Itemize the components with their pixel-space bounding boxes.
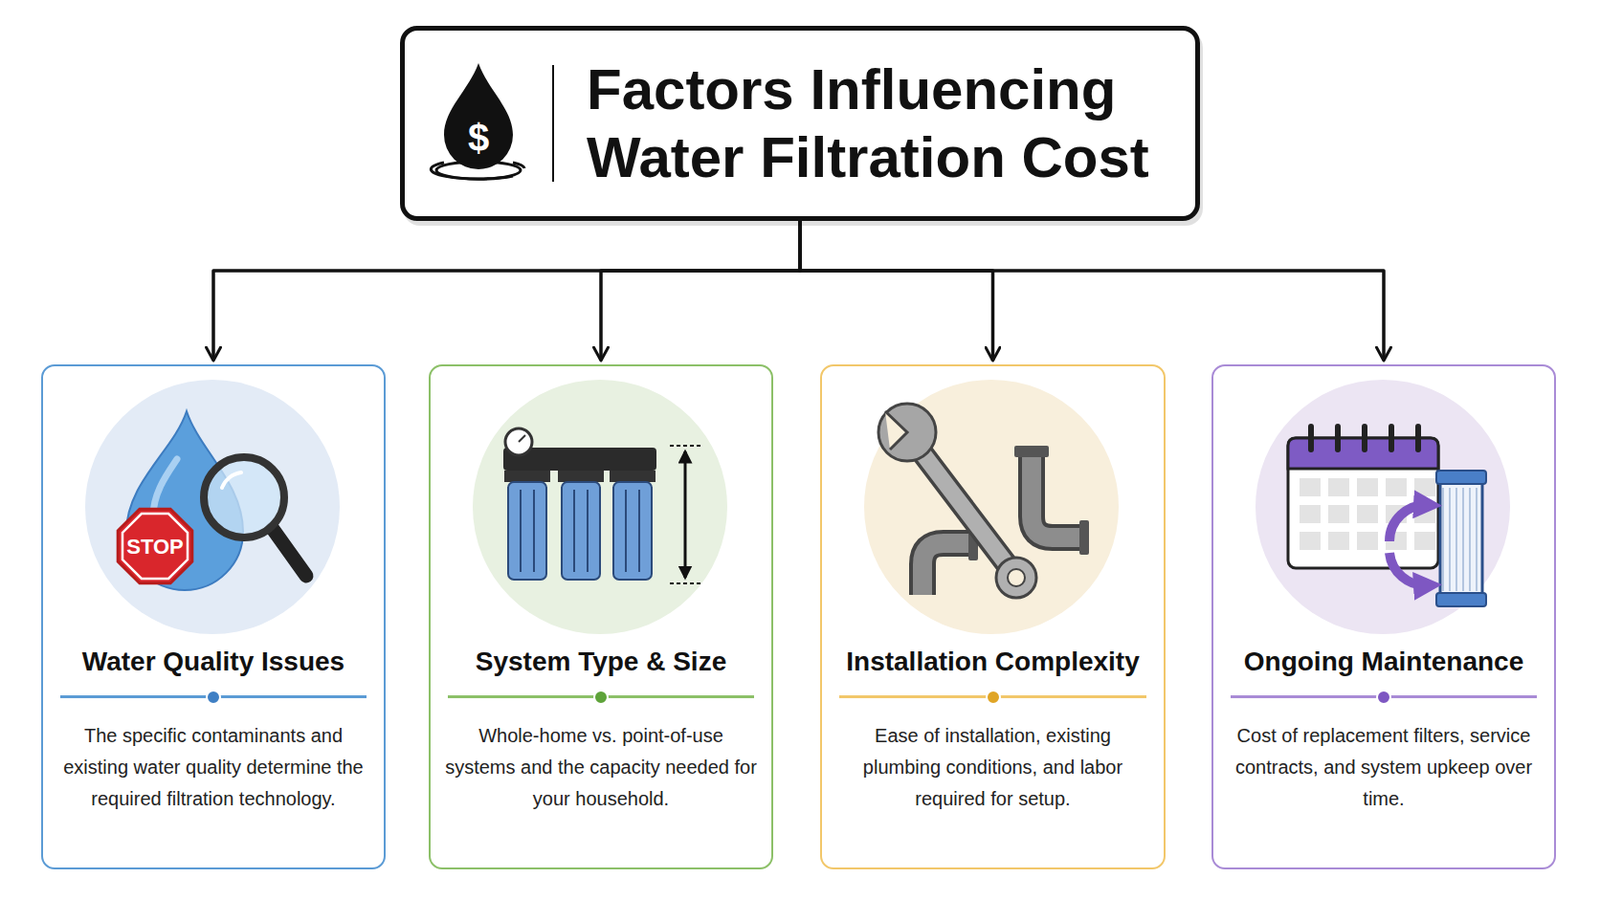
- title-divider: [552, 65, 555, 182]
- card-description: Whole-home vs. point-of-use systems and …: [444, 720, 758, 816]
- card-heading: Water Quality Issues: [56, 645, 371, 679]
- divider-dot: [1376, 689, 1392, 706]
- card-divider: [60, 689, 367, 706]
- factor-card: Ongoing MaintenanceCost of replacement f…: [1211, 364, 1556, 870]
- card-heading: Installation Complexity: [835, 645, 1151, 679]
- title-box: Factors Influencing Water Filtration Cos…: [400, 25, 1200, 222]
- title-drop-icon: [430, 63, 525, 179]
- divider-dot: [593, 689, 609, 706]
- water-quality-icon: [85, 379, 340, 635]
- divider-dot: [985, 689, 1001, 706]
- factor-card: Water Quality IssuesThe specific contami…: [41, 364, 386, 870]
- factor-card: System Type & SizeWhole-home vs. point-o…: [428, 364, 774, 870]
- currency-symbol: $: [467, 118, 489, 157]
- card-heading: System Type & Size: [444, 645, 758, 679]
- stop-sign-text: STOP: [126, 536, 184, 558]
- card-description: The specific contaminants and existing w…: [56, 720, 371, 816]
- card-divider: [1230, 689, 1537, 706]
- connector-arrow: [800, 221, 1384, 361]
- card-description: Ease of installation, existing plumbing …: [835, 720, 1151, 816]
- card-divider: [447, 689, 755, 706]
- factor-card: Installation ComplexityEase of installat…: [820, 364, 1166, 870]
- connector-arrow: [800, 221, 994, 361]
- installation-tools-icon: [864, 379, 1119, 635]
- connector-arrow: [213, 221, 800, 361]
- card-heading: Ongoing Maintenance: [1226, 645, 1541, 679]
- maintenance-icon: [1255, 379, 1511, 635]
- card-divider: [839, 689, 1147, 706]
- title-text: Factors Influencing Water Filtration Cos…: [586, 55, 1180, 192]
- divider-dot: [205, 689, 222, 706]
- card-description: Cost of replacement filters, service con…: [1226, 720, 1541, 816]
- filter-system-icon: [472, 379, 728, 635]
- connector-arrow: [600, 221, 800, 361]
